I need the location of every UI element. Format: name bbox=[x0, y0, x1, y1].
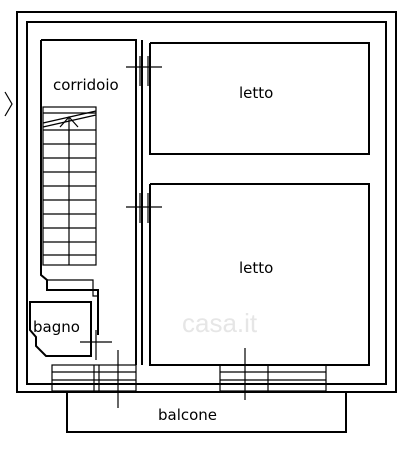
balcony-outline bbox=[66, 392, 347, 433]
corridor-wall-left-inner bbox=[47, 279, 98, 297]
door-bedroom-top bbox=[126, 56, 162, 86]
bedroom-bottom-wall bbox=[149, 183, 370, 366]
room-label-balcony: balcone bbox=[158, 406, 217, 424]
staircase bbox=[42, 106, 97, 266]
bedroom-top-wall bbox=[149, 42, 370, 155]
door-bathroom bbox=[80, 330, 112, 360]
room-label-bedroom-top: letto bbox=[239, 84, 273, 102]
outer-wall-inner bbox=[26, 21, 387, 385]
bathroom-wall bbox=[29, 301, 92, 357]
door-bedroom-bottom bbox=[126, 193, 162, 223]
window-left bbox=[51, 350, 137, 408]
corridor-wall-left bbox=[40, 40, 99, 335]
room-label-bathroom: bagno bbox=[33, 318, 80, 336]
outer-wall-outer bbox=[16, 11, 397, 393]
room-label-bedroom-bottom: letto bbox=[239, 259, 273, 277]
window-right bbox=[219, 348, 327, 400]
corridor-wall-right bbox=[41, 39, 137, 365]
wall-mark bbox=[4, 91, 13, 117]
stair-arrow-icon bbox=[59, 116, 79, 145]
watermark-logo: casa.it bbox=[182, 308, 258, 338]
room-label-corridor: corridoio bbox=[53, 76, 119, 94]
